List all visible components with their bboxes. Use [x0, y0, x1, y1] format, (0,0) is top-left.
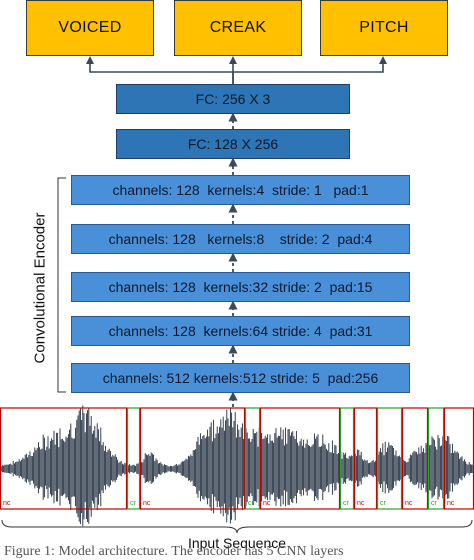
input-sequence-label: Input Sequence	[187, 535, 287, 551]
fc-layer-1-label: FC: 128 X 256	[187, 136, 279, 152]
waveform-trace	[0, 405, 474, 527]
segment-box-cr	[339, 407, 355, 510]
conv-layer-3: channels: 128 kernels:32 stride: 2 pad:1…	[71, 272, 410, 302]
conv-layer-2-label: channels: 128 kernels:64 stride: 4 pad:3…	[108, 323, 373, 339]
segment-label-nc: nc	[3, 500, 11, 507]
segment-label-nc: nc	[405, 500, 413, 507]
output-pitch-label: PITCH	[359, 19, 409, 36]
segment-label-nc: nc	[447, 500, 455, 507]
segment-box-nc	[259, 407, 341, 510]
segment-label-cr: cr	[343, 500, 350, 507]
arrow-to-pitch	[233, 56, 387, 73]
output-voiced-label: VOICED	[58, 19, 122, 36]
input-sequence-brace	[1, 519, 473, 534]
segment-box-cr	[244, 407, 261, 510]
figure-caption: Figure 1: Model architecture. The encode…	[4, 544, 344, 559]
encoder-bracket	[57, 177, 66, 393]
output-creak-box: CREAK	[174, 0, 302, 56]
segment-box-cr	[126, 407, 141, 510]
segment-label-nc: nc	[357, 500, 365, 507]
waveform	[0, 405, 474, 527]
segment-label-cr: cr	[380, 500, 387, 507]
output-pitch-box: PITCH	[320, 0, 448, 56]
segment-label-cr: cr	[130, 500, 137, 507]
conv-layer-2: channels: 128 kernels:64 stride: 4 pad:3…	[71, 316, 410, 346]
segment-box-cr	[376, 407, 403, 510]
conv-layer-5: channels: 128 kernels:4 stride: 1 pad:1	[71, 175, 410, 205]
segment-box-nc	[401, 407, 429, 510]
conv-layer-3-label: channels: 128 kernels:32 stride: 2 pad:1…	[108, 279, 373, 295]
conv-layer-4-label: channels: 128 kernels:8 stride: 2 pad:4	[108, 231, 373, 247]
segment-box-cr	[427, 407, 445, 510]
fc-layer-1: FC: 128 X 256	[116, 129, 350, 159]
segment-label-nc: nc	[143, 500, 151, 507]
conv-layer-4: channels: 128 kernels:8 stride: 2 pad:4	[71, 224, 410, 254]
segment-box-nc	[0, 407, 128, 510]
segment-box-nc	[353, 407, 378, 510]
conv-layer-5-label: channels: 128 kernels:4 stride: 1 pad:1	[112, 182, 369, 198]
output-branch-arrows	[86, 56, 387, 84]
segment-label-cr: cr	[248, 500, 255, 507]
conv-layer-1-label: channels: 512 kernels:512 stride: 5 pad:…	[102, 370, 379, 386]
fc-layer-2-label: FC: 256 X 3	[195, 91, 271, 107]
output-voiced-box: VOICED	[26, 0, 154, 56]
conv-layer-1: channels: 512 kernels:512 stride: 5 pad:…	[71, 363, 410, 393]
segment-label-nc: nc	[263, 500, 271, 507]
segment-label-cr: cr	[431, 500, 438, 507]
segment-box-nc	[139, 407, 246, 510]
arrow-to-voiced	[86, 56, 234, 84]
output-creak-label: CREAK	[209, 19, 267, 36]
